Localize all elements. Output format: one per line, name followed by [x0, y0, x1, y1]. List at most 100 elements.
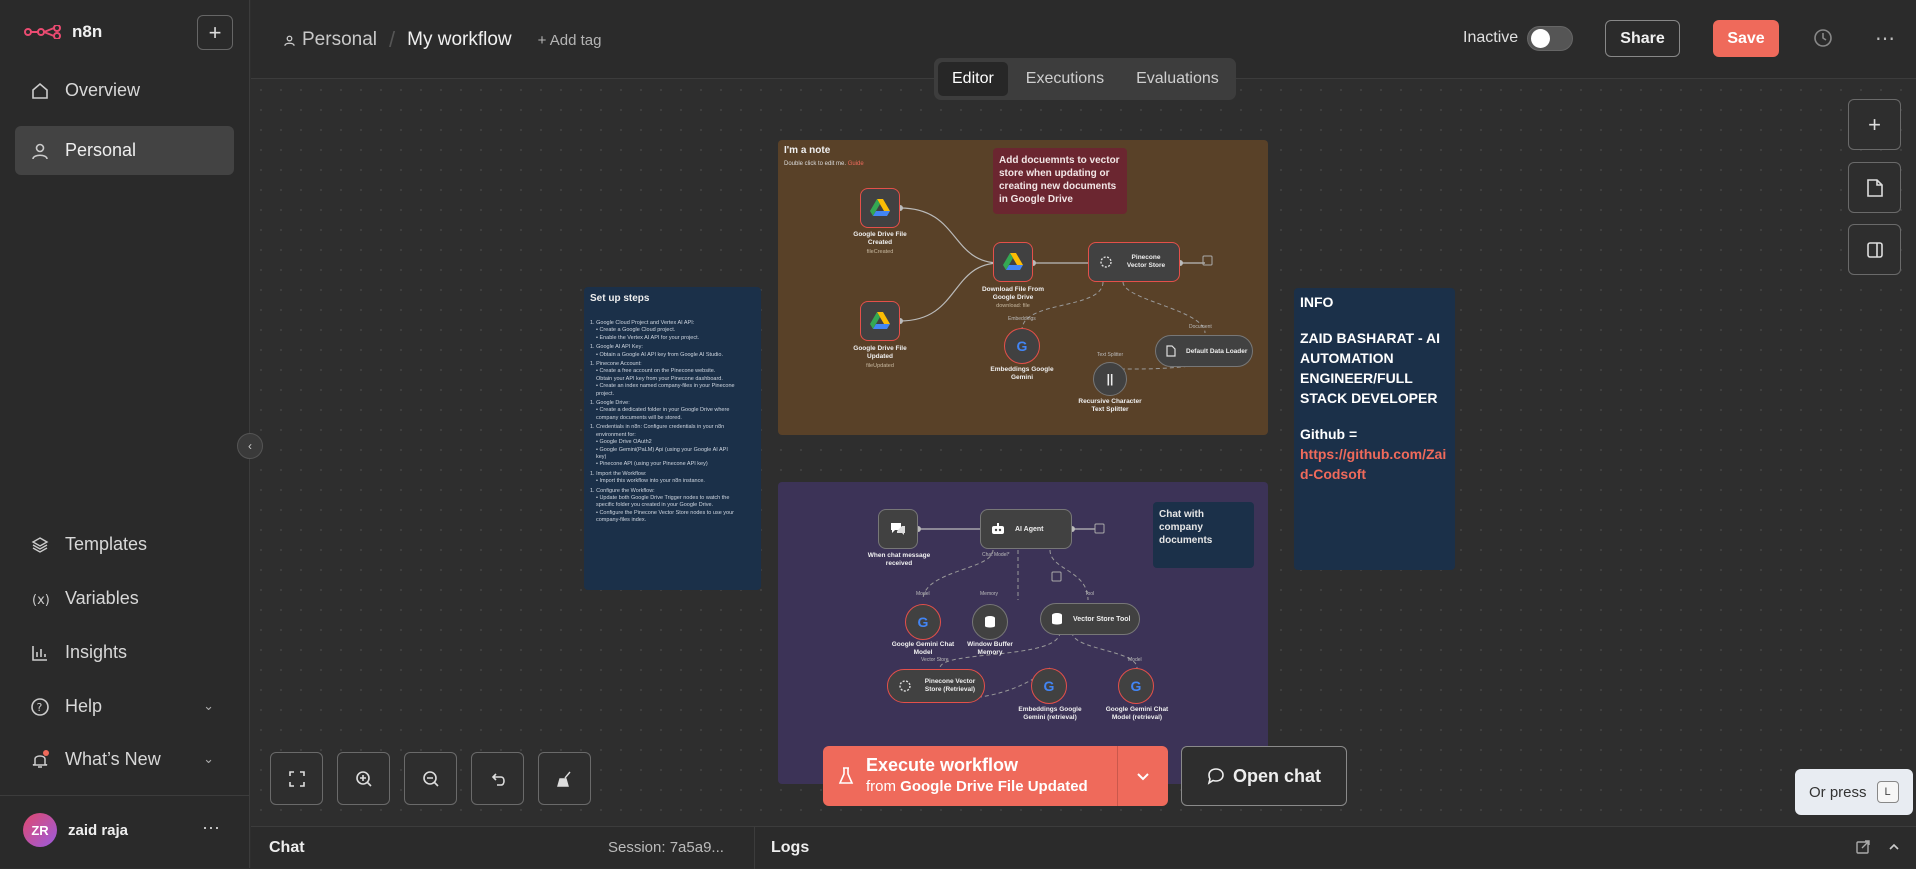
fit-view-icon [288, 770, 305, 787]
n8n-logo[interactable]: n8n [24, 22, 102, 42]
chevron-down-icon: ⌄ [203, 751, 214, 766]
avatar[interactable]: ZR [23, 813, 57, 847]
save-button[interactable]: Save [1713, 20, 1779, 57]
node-vector-store-tool[interactable]: Vector Store Tool [1040, 603, 1140, 635]
sidebar-item-insights[interactable]: Insights [15, 628, 234, 677]
setup-step-line: 1. Google Drive: [590, 400, 630, 407]
sidebar-item-label: Personal [65, 140, 137, 160]
sidebar-item-label: What’s New [65, 749, 161, 769]
sidebar-item-templates[interactable]: Templates [15, 520, 234, 569]
node-text-splitter[interactable]: || [1093, 362, 1127, 396]
undo-button[interactable] [471, 752, 524, 805]
svg-text:?: ? [37, 701, 43, 714]
home-icon [32, 82, 48, 99]
templates-icon [31, 537, 49, 553]
node-window-buffer-memory[interactable] [972, 604, 1008, 640]
session-id[interactable]: Session: 7a5a9... [608, 839, 724, 856]
guide-link[interactable]: Guide [847, 161, 864, 167]
sidebar-item-variables[interactable]: (x) Variables [15, 574, 234, 623]
fit-view-button[interactable] [270, 752, 323, 805]
divider [754, 827, 755, 869]
google-drive-icon [870, 312, 890, 329]
open-chat-button[interactable]: Open chat [1181, 746, 1347, 806]
tidy-up-button[interactable] [538, 752, 591, 805]
sticky-note-info[interactable]: INFO ZAID BASHARAT - AI AUTOMATION ENGIN… [1294, 288, 1455, 570]
help-icon: ? [31, 698, 49, 716]
sticky-note-setup-steps[interactable]: Set up steps 1. Google Cloud Project and… [584, 287, 761, 590]
chevron-down-icon[interactable] [1133, 766, 1153, 786]
conn-label: Model [1128, 657, 1142, 663]
sticky-note-chat-info[interactable]: Chat with company documents [1153, 502, 1254, 568]
tab-evaluations[interactable]: Evaluations [1136, 70, 1219, 87]
execute-workflow-button[interactable]: Execute workflow from Google Drive File … [823, 746, 1168, 806]
chat-bubble-icon [891, 523, 905, 535]
more-options-icon[interactable]: ⋯ [1875, 28, 1895, 50]
popout-icon[interactable] [1855, 839, 1871, 855]
google-icon: G [1016, 338, 1028, 354]
node-download-file[interactable] [993, 242, 1033, 282]
sidebar-item-overview[interactable]: Overview [15, 66, 234, 115]
create-new-button[interactable]: + [197, 15, 233, 50]
conn-label: Chat Model* [982, 552, 1010, 558]
zoom-out-button[interactable] [404, 752, 457, 805]
bell-icon [32, 750, 49, 768]
tab-editor[interactable]: Editor [938, 62, 1008, 96]
logs-panel-title[interactable]: Logs [771, 839, 810, 856]
database-icon [985, 616, 995, 628]
history-icon[interactable] [1811, 26, 1835, 50]
more-icon[interactable]: ⋯ [202, 818, 220, 838]
add-node-button[interactable]: + [1848, 99, 1901, 150]
sidebar-item-label: Help [65, 696, 103, 716]
sidebar-item-whats-new[interactable]: What’s New ⌄ [15, 735, 234, 784]
add-sticky-note-button[interactable] [1848, 162, 1901, 213]
share-button[interactable]: Share [1605, 20, 1680, 57]
insights-icon [32, 646, 47, 661]
node-embeddings-gemini-retrieval[interactable]: G [1031, 668, 1067, 704]
setup-step-line: Obtain your API key from your Pinecone d… [596, 375, 723, 382]
node-label: Google Drive File Created [853, 231, 907, 246]
conn-label: Model [916, 591, 930, 597]
breadcrumb-project[interactable]: Personal [283, 29, 377, 51]
setup-step-line: • Enable the Vertex AI API for your proj… [596, 334, 700, 341]
sidebar-item-help[interactable]: ? Help ⌄ [15, 682, 234, 731]
add-tag-button[interactable]: + Add tag [537, 31, 602, 49]
collapse-sidebar-button[interactable]: ‹ [237, 433, 263, 459]
info-body: ZAID BASHARAT - AI AUTOMATION ENGINEER/F… [1300, 330, 1440, 406]
sidebar-item-label: Templates [65, 534, 148, 554]
setup-steps-list: 1. Google Cloud Project and Vertex AI AP… [590, 320, 755, 525]
node-default-data-loader[interactable]: Default Data Loader [1155, 335, 1253, 367]
toggle-panel-button[interactable] [1848, 224, 1901, 275]
workflow-name[interactable]: My workflow [407, 29, 512, 50]
broom-icon [556, 771, 571, 787]
zoom-out-icon [422, 770, 439, 787]
google-icon: G [1043, 678, 1055, 694]
node-label: Download File From Google Drive [981, 286, 1045, 301]
setup-step-line: 1. Google Cloud Project and Vertex AI AP… [590, 320, 695, 326]
active-toggle[interactable] [1527, 26, 1573, 51]
node-embeddings-gemini[interactable]: G [1004, 328, 1040, 364]
flask-icon [838, 767, 854, 784]
conn-label: Text Splitter [1097, 352, 1124, 358]
chevron-up-icon[interactable] [1887, 840, 1901, 854]
setup-step-line: 1. Google AI API Key: [590, 344, 643, 351]
zoom-in-button[interactable] [337, 752, 390, 805]
chat-panel-title[interactable]: Chat [269, 839, 305, 856]
node-gemini-chat-model[interactable]: G [905, 604, 941, 640]
node-chat-trigger[interactable] [878, 509, 918, 549]
github-link[interactable]: https://github.com/Zaid-Codsoft [1300, 446, 1447, 482]
node-pinecone-retrieval[interactable]: Pinecone Vector Store (Retrieval) [887, 669, 985, 703]
node-gemini-chat-retrieval[interactable]: G [1118, 668, 1154, 704]
sidebar-item-personal[interactable]: Personal [15, 126, 234, 175]
sticky-note-red[interactable]: Add docuemnts to vector store when updat… [993, 148, 1127, 214]
node-label: Default Data Loader [1186, 347, 1248, 355]
node-gdrive-created[interactable] [860, 188, 900, 228]
node-label: Google Gemini Chat Model [891, 641, 955, 656]
setup-step-line: • Google Gemini(PaLM) Api (using your Go… [596, 446, 728, 453]
node-ai-agent[interactable]: AI Agent [980, 509, 1072, 549]
node-pinecone-vector-store[interactable]: Pinecone Vector Store [1088, 242, 1180, 282]
tab-executions[interactable]: Executions [1025, 70, 1105, 87]
setup-step-line: key) [596, 453, 607, 460]
execute-from: from [866, 778, 896, 795]
execute-trigger: from Google Drive File Updated [866, 778, 1088, 795]
node-gdrive-updated[interactable] [860, 301, 900, 341]
